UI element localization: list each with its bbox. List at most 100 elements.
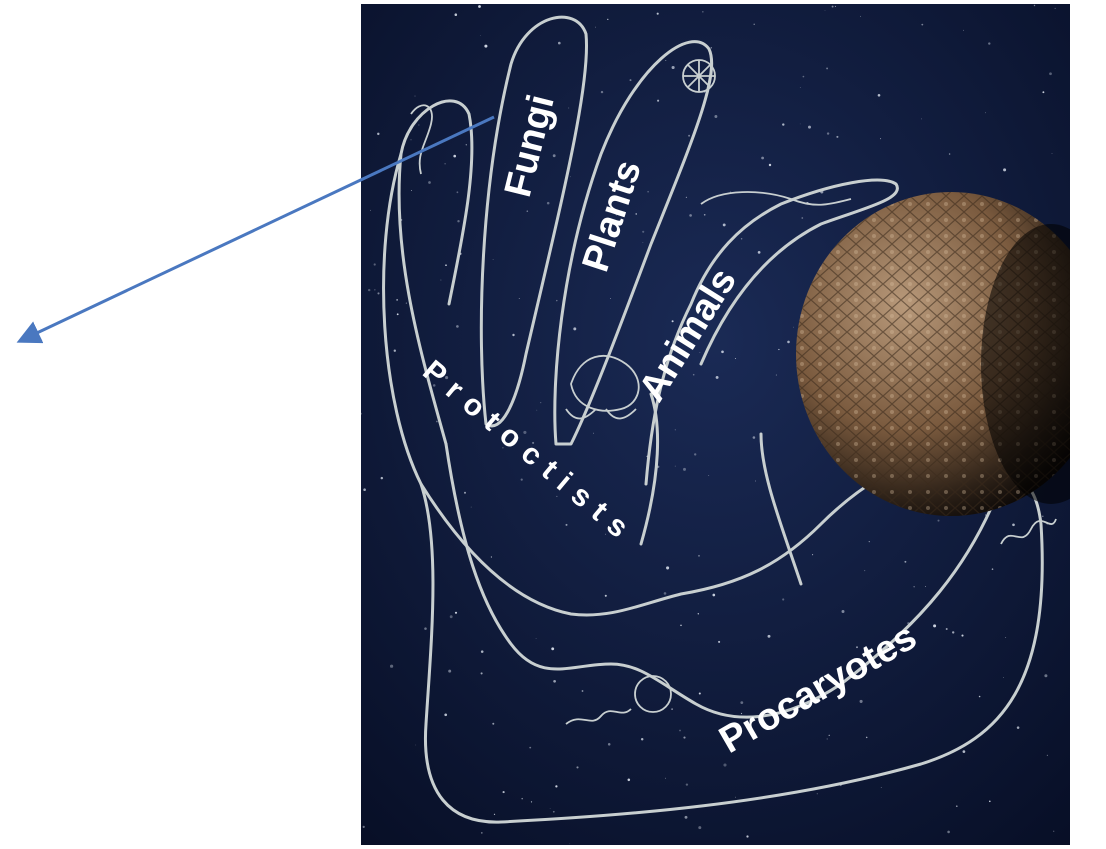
star	[835, 6, 836, 7]
star	[683, 468, 686, 471]
star	[536, 638, 537, 639]
star	[793, 327, 794, 328]
star	[444, 713, 447, 716]
star	[925, 586, 926, 587]
star	[787, 341, 790, 344]
star	[455, 612, 457, 614]
star	[428, 181, 431, 184]
star	[827, 132, 829, 134]
star	[595, 27, 596, 28]
star	[1003, 168, 1006, 171]
star	[553, 154, 556, 157]
star	[825, 10, 826, 11]
star	[860, 16, 861, 17]
star	[377, 133, 379, 135]
star	[607, 19, 608, 20]
star	[878, 94, 881, 97]
star	[1005, 637, 1006, 638]
star	[812, 554, 813, 555]
star	[698, 555, 700, 557]
star	[568, 108, 569, 109]
star	[551, 647, 554, 650]
star	[363, 488, 366, 491]
star	[946, 628, 948, 630]
star	[992, 568, 994, 570]
star	[714, 115, 717, 118]
star	[914, 586, 915, 587]
star	[761, 157, 764, 160]
star	[711, 47, 712, 48]
star	[693, 374, 695, 376]
star	[803, 76, 805, 78]
star	[776, 375, 777, 376]
star	[573, 327, 576, 330]
star	[741, 238, 743, 240]
star	[758, 251, 761, 254]
star	[550, 808, 551, 809]
star	[979, 696, 981, 698]
star	[414, 96, 415, 97]
star	[686, 197, 687, 198]
star	[769, 164, 771, 166]
star	[949, 153, 951, 155]
star	[952, 631, 954, 633]
star	[444, 163, 445, 164]
star	[411, 190, 412, 191]
star	[593, 433, 594, 434]
star	[363, 826, 365, 828]
star	[1042, 91, 1044, 93]
star	[664, 592, 667, 595]
star	[694, 453, 696, 455]
star	[601, 91, 603, 93]
star	[721, 350, 724, 353]
star	[665, 60, 666, 61]
star	[436, 421, 438, 423]
star	[381, 477, 383, 479]
star	[647, 191, 649, 193]
star	[921, 118, 922, 119]
star	[553, 680, 556, 683]
star	[547, 202, 550, 205]
star	[869, 541, 870, 542]
star	[947, 831, 950, 834]
star	[464, 492, 466, 494]
star	[782, 598, 784, 600]
star	[866, 737, 868, 739]
star	[481, 650, 484, 653]
star	[860, 700, 863, 703]
star	[827, 738, 828, 739]
star	[963, 30, 964, 31]
star	[864, 570, 865, 571]
star	[456, 325, 459, 328]
star	[576, 766, 578, 768]
star	[445, 264, 447, 266]
star	[1003, 677, 1004, 678]
star	[988, 42, 990, 44]
star	[453, 155, 456, 158]
star	[735, 358, 736, 359]
star	[527, 210, 529, 212]
star	[480, 35, 481, 36]
star	[704, 214, 706, 216]
star	[735, 797, 736, 798]
star	[688, 135, 690, 137]
star	[1047, 755, 1048, 756]
star	[778, 349, 779, 350]
star	[457, 191, 459, 193]
star	[643, 242, 644, 243]
star	[768, 635, 771, 638]
star	[521, 479, 523, 481]
star	[1053, 831, 1054, 832]
star	[698, 826, 701, 829]
star	[582, 690, 584, 692]
star	[440, 280, 441, 281]
star	[493, 259, 494, 260]
star	[396, 299, 398, 301]
star	[374, 289, 375, 290]
star	[374, 263, 376, 265]
star	[406, 303, 407, 304]
star	[492, 723, 494, 725]
star	[531, 801, 532, 802]
star	[683, 737, 685, 739]
star	[716, 376, 719, 379]
